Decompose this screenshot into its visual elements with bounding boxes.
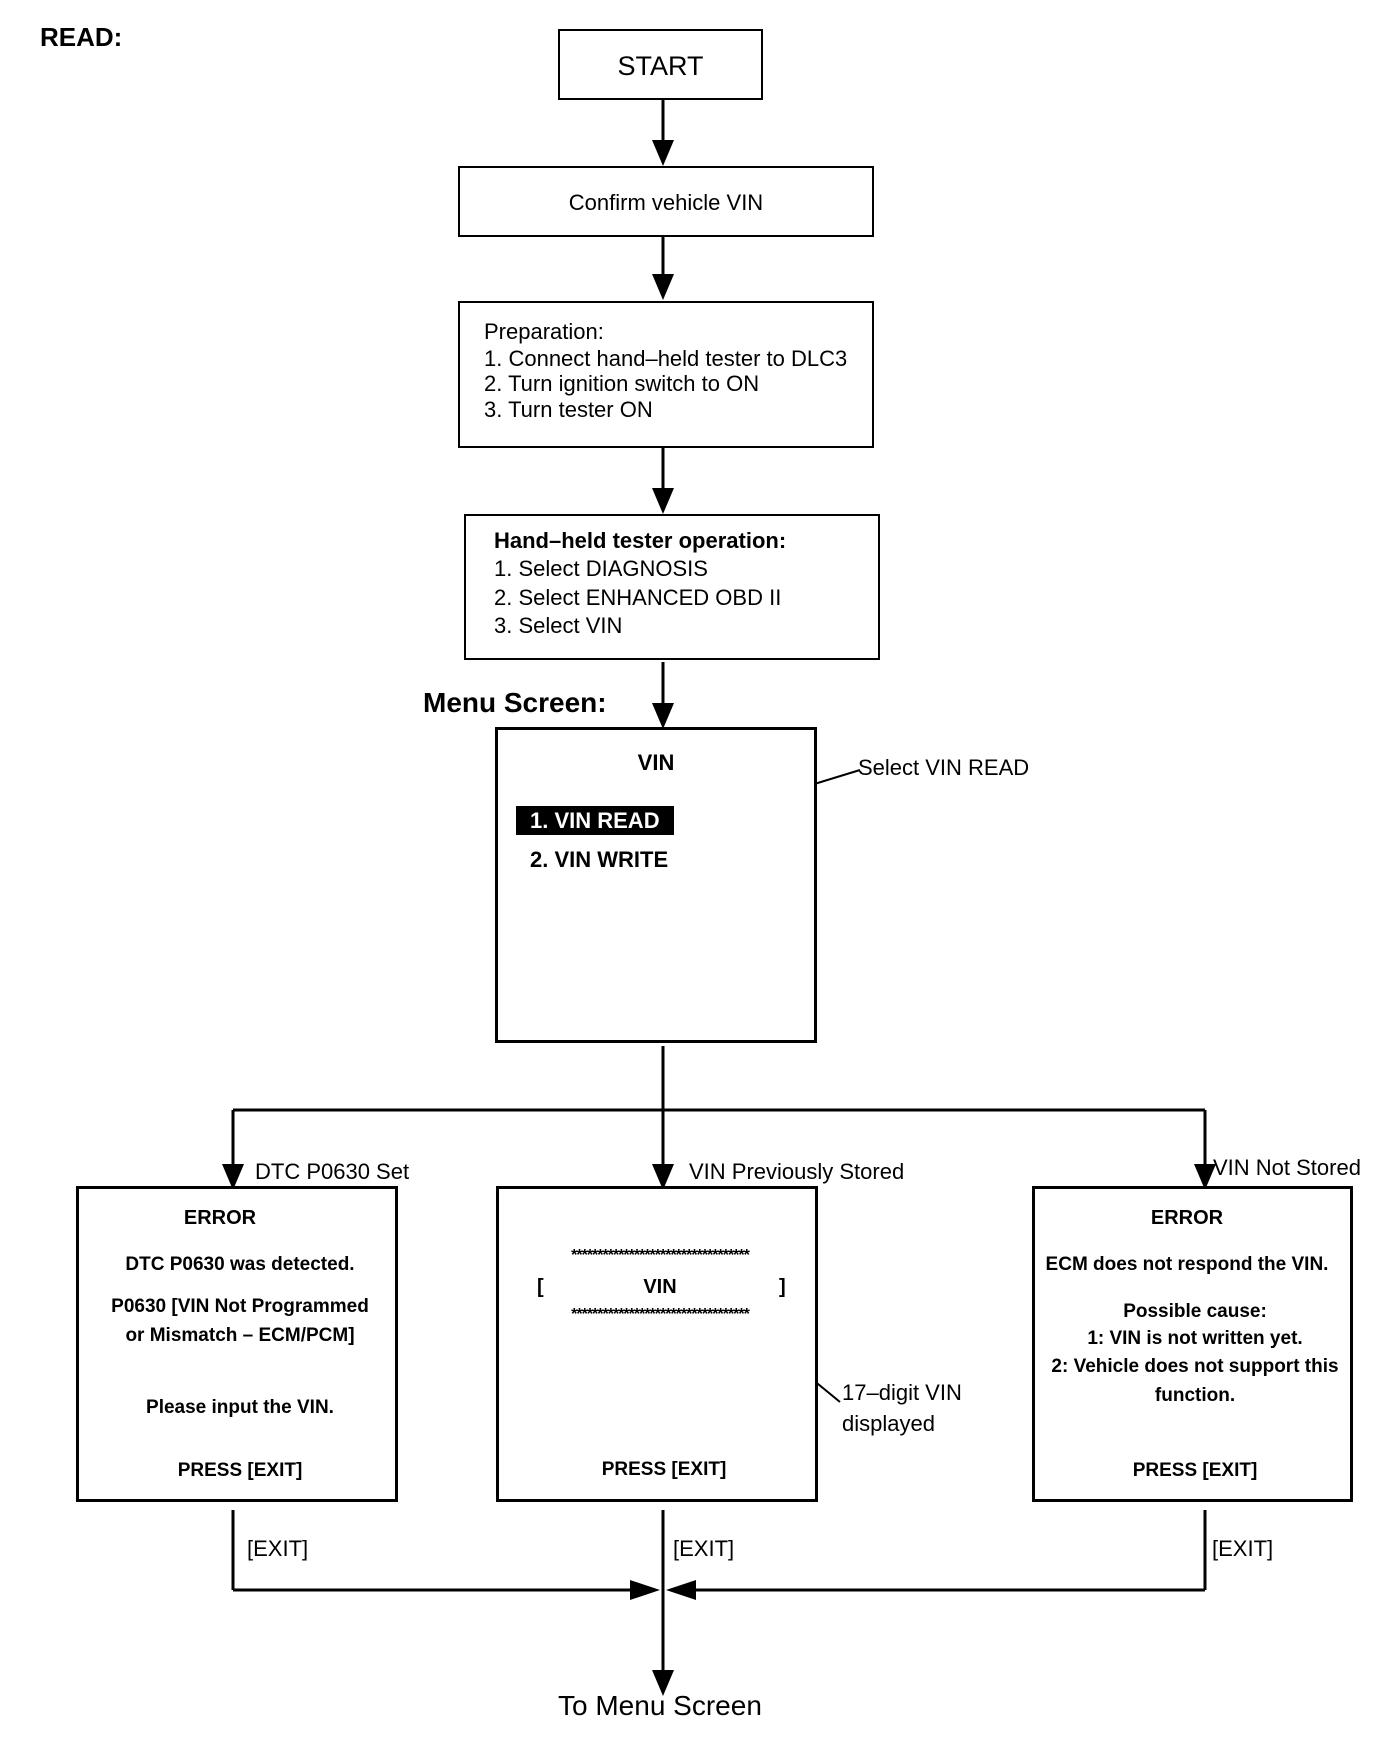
read-label: READ: — [40, 22, 123, 52]
preparation-title: Preparation: — [484, 319, 604, 344]
error-left-line-2: P0630 [VIN Not Programmed — [111, 1296, 369, 1317]
branch-label-center: VIN Previously Stored — [689, 1159, 905, 1184]
arrowhead-right — [1194, 1164, 1216, 1190]
error-right-line-1: ECM does not respond the VIN. — [1045, 1254, 1329, 1275]
error-title-left: ERROR — [183, 1207, 257, 1229]
branch-label-left: DTC P0630 Set — [255, 1159, 410, 1184]
confirm-box: Confirm vehicle VIN — [458, 166, 874, 237]
exit-label-left: [EXIT] — [247, 1536, 309, 1561]
arrowhead-final — [652, 1670, 674, 1696]
tester-step-3: 3. Select VIN — [494, 613, 623, 638]
error-left-line-4: Please input the VIN. — [146, 1397, 334, 1418]
vin-bracket-left: [ — [537, 1276, 544, 1298]
menu-item-vin-read[interactable]: 1. VIN READ — [516, 806, 674, 835]
error-left-line-3: or Mismatch – ECM/PCM] — [125, 1325, 355, 1346]
menu-title: VIN — [637, 750, 675, 775]
vin-bracket-right: ] — [779, 1276, 786, 1298]
menu-screen-label: Menu Screen: — [423, 687, 607, 718]
tester-step-2: 2. Select ENHANCED OBD II — [494, 585, 782, 610]
arrowhead-left — [222, 1164, 244, 1190]
vin-display-box: ********************************** [ VIN… — [496, 1186, 818, 1502]
press-exit-right: PRESS [EXIT] — [1132, 1460, 1258, 1481]
menu-item-vin-write[interactable]: 2. VIN WRITE — [530, 847, 669, 872]
error-box-not-stored: ERROR ECM does not respond the VIN. Poss… — [1032, 1186, 1353, 1502]
tester-operation-title: Hand–held tester operation: — [494, 528, 787, 553]
branch-label-right: VIN Not Stored — [1213, 1155, 1361, 1180]
start-box: START — [558, 29, 763, 100]
tester-step-1: 1. Select DIAGNOSIS — [494, 556, 708, 581]
arrowhead-merge-left — [630, 1580, 660, 1600]
arrowhead-4 — [652, 703, 674, 729]
press-exit-center: PRESS [EXIT] — [601, 1459, 727, 1480]
callout-select-vin-read: Select VIN READ — [858, 755, 1030, 780]
callout-17-digit-line-2: displayed — [842, 1411, 935, 1436]
preparation-step-2: 2. Turn ignition switch to ON — [484, 371, 760, 396]
error-right-line-5: function. — [1154, 1385, 1236, 1406]
error-right-line-2: Possible cause: — [1123, 1301, 1267, 1322]
to-menu-screen: To Menu Screen — [558, 1690, 762, 1721]
error-title-right: ERROR — [1150, 1207, 1224, 1229]
press-exit-left: PRESS [EXIT] — [177, 1460, 303, 1481]
arrowhead-center — [652, 1164, 674, 1190]
tester-operation-box: Hand–held tester operation: 1. Select DI… — [464, 514, 880, 660]
callout-17-digit-line-1: 17–digit VIN — [842, 1380, 962, 1405]
error-right-line-3: 1: VIN is not written yet. — [1087, 1328, 1303, 1349]
preparation-step-1: 1. Connect hand–held tester to DLC3 — [484, 346, 848, 371]
arrowhead-2 — [652, 274, 674, 300]
arrowhead-1 — [652, 140, 674, 166]
confirm-label: Confirm vehicle VIN — [568, 190, 764, 215]
arrowhead-3 — [652, 488, 674, 514]
exit-label-right: [EXIT] — [1212, 1536, 1274, 1561]
menu-screen-box: VIN 1. VIN READ 2. VIN WRITE — [495, 727, 817, 1043]
vin-value: VIN — [643, 1276, 677, 1298]
exit-label-center: [EXIT] — [673, 1536, 735, 1561]
vin-stars-top: ********************************** — [571, 1247, 750, 1264]
error-right-line-4: 2: Vehicle does not support this — [1051, 1356, 1339, 1377]
error-box-dtc: ERROR DTC P0630 was detected. P0630 [VIN… — [76, 1186, 398, 1502]
error-left-line-1: DTC P0630 was detected. — [125, 1254, 355, 1275]
menu-item-vin-read-label: 1. VIN READ — [516, 806, 674, 835]
vin-stars-bottom: ********************************** — [571, 1306, 750, 1323]
preparation-step-3: 3. Turn tester ON — [484, 397, 653, 422]
arrowhead-merge-right — [666, 1580, 696, 1600]
preparation-box: Preparation: 1. Connect hand–held tester… — [458, 301, 874, 448]
start-label: START — [617, 51, 704, 81]
